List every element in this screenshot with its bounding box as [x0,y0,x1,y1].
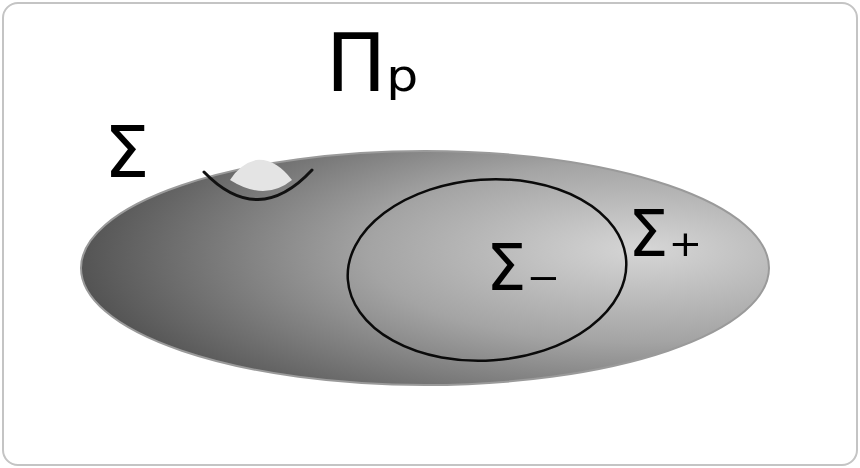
handle-hole [230,160,292,191]
subregion-node: Σ₋ [346,178,628,362]
surface-ellipse [81,151,769,385]
surface-node: ΣΣ₊Σ₋ [80,150,770,386]
region-label: Σ₊ [628,202,702,266]
subregion-ellipse [342,170,633,370]
plane-label: Πₚ [326,24,420,104]
surface-label: Σ [104,116,150,188]
surface-shape [80,150,770,386]
handle-curve [204,170,312,200]
region-label: Σ₋ [486,236,560,300]
